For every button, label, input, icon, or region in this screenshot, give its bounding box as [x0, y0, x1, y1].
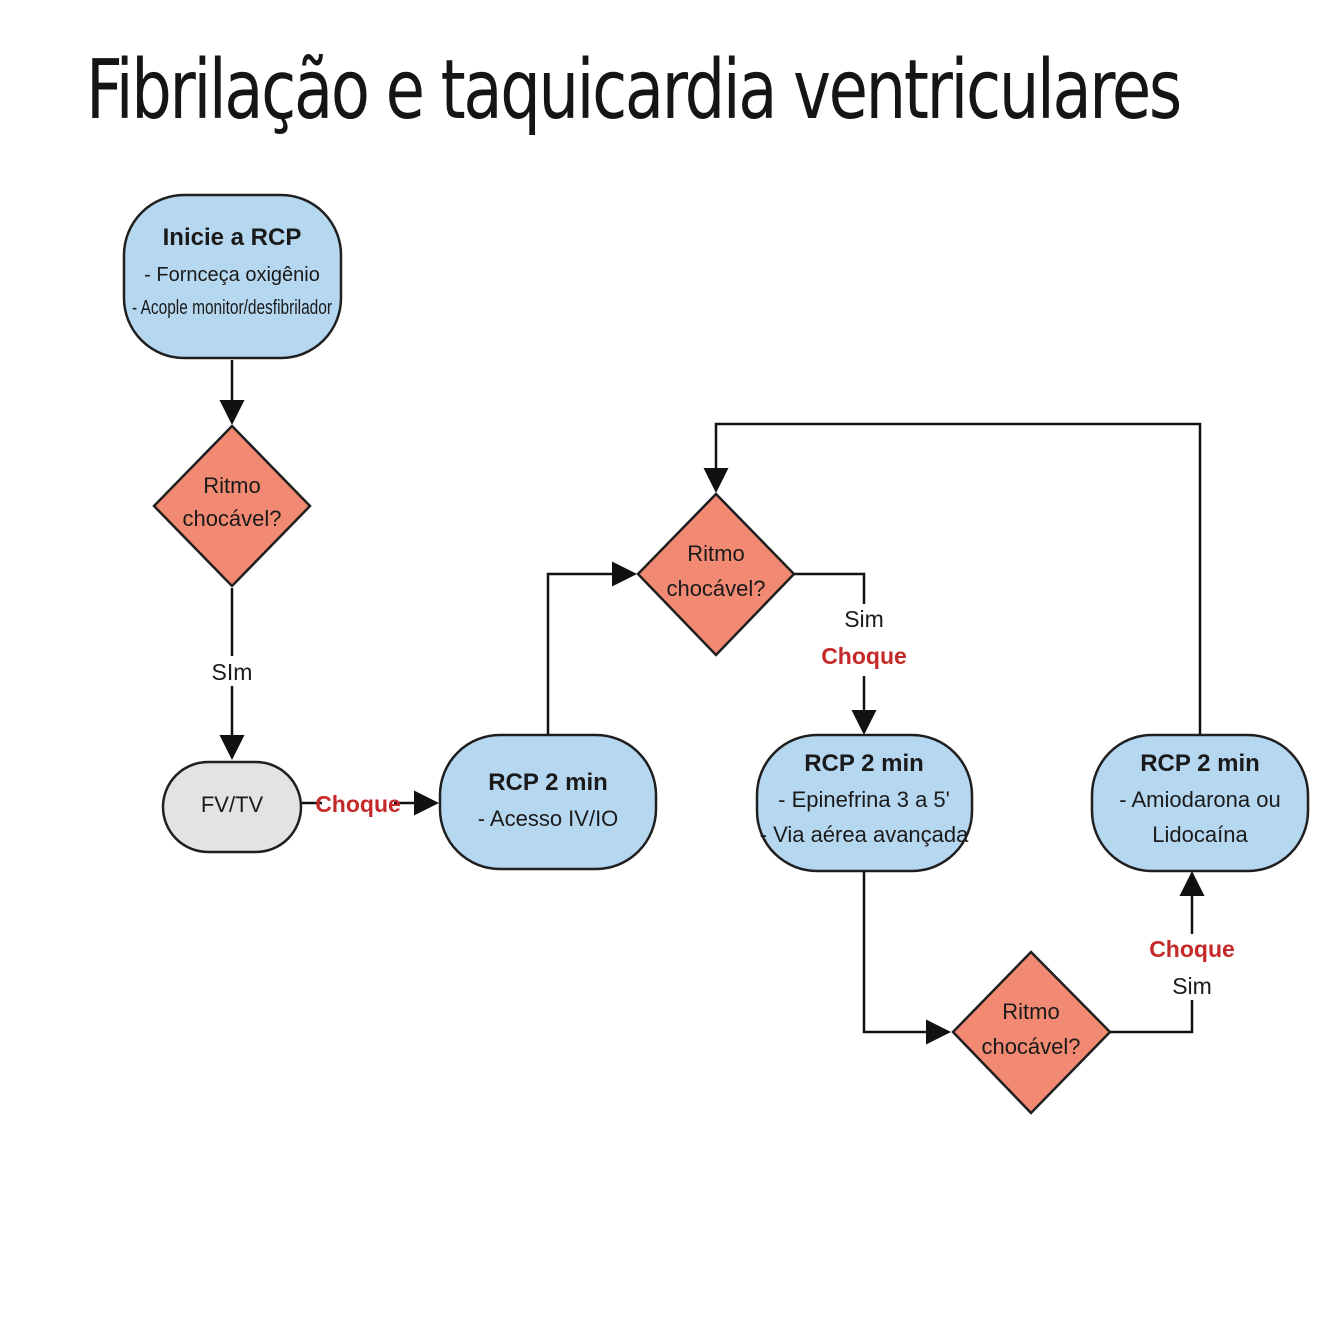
page-title: Fibrilação e taquicardia ventriculares: [86, 43, 1182, 138]
edge-label-decision1-yes: SIm: [212, 659, 253, 685]
rcp2-heading: RCP 2 min: [804, 750, 924, 777]
connector-decision3-to-rcp3: [1110, 871, 1205, 1034]
edge-label-decision3-yes: Sim: [1172, 973, 1212, 999]
start-line-monitor: - Acople monitor/desfibrilador: [132, 297, 332, 319]
node-decision-2: Ritmo chocável?: [636, 492, 796, 657]
rcp2-line-epinephrine: - Epinefrina 3 a 5': [778, 787, 950, 812]
fvtv-label: FV/TV: [201, 792, 264, 817]
edge-label-decision2-yes: Sim: [844, 606, 884, 632]
decision2-line-1: Ritmo: [687, 541, 744, 566]
decision3-line-1: Ritmo: [1002, 999, 1059, 1024]
node-decision-3: Ritmo chocável?: [951, 950, 1112, 1115]
connector-decision2-to-rcp2: [794, 572, 877, 735]
node-rcp-3: RCP 2 min - Amiodarona ou Lidocaína: [1090, 733, 1310, 873]
connector-rcp2-to-decision3: [862, 871, 951, 1045]
node-rcp-2: RCP 2 min - Epinefrina 3 a 5' - Via aére…: [755, 733, 974, 873]
rcp3-heading: RCP 2 min: [1140, 750, 1260, 777]
rcp2-line-airway: - Via aérea avançada: [760, 822, 970, 847]
rcp3-line-amiodarone: - Amiodarona ou: [1119, 787, 1280, 812]
node-start-cpr: Inicie a RCP - Fornceça oxigênio - Acopl…: [122, 193, 343, 360]
start-heading: Inicie a RCP: [163, 224, 302, 251]
connector-rcp1-to-decision2: [546, 561, 637, 735]
rcp1-line-access: - Acesso IV/IO: [478, 806, 619, 831]
decision1-line-1: Ritmo: [203, 473, 260, 498]
rcp1-heading: RCP 2 min: [488, 769, 608, 796]
decision3-line-2: chocável?: [981, 1034, 1080, 1059]
connector-rcp3-loop-to-decision2: [703, 422, 1202, 735]
decision1-line-2: chocável?: [182, 506, 281, 531]
decision2-line-2: chocável?: [666, 576, 765, 601]
start-line-oxygen: - Fornceça oxigênio: [144, 264, 320, 286]
edge-label-decision3-shock: Choque: [1149, 936, 1235, 962]
node-fvtv: FV/TV: [161, 760, 303, 854]
node-rcp-1: RCP 2 min - Acesso IV/IO: [438, 733, 658, 871]
node-decision-1: Ritmo chocável?: [152, 424, 312, 588]
edge-label-decision2-shock: Choque: [821, 643, 907, 669]
rcp3-line-lidocaine: Lidocaína: [1152, 822, 1248, 847]
edge-label-fvtv-shock: Choque: [315, 791, 401, 817]
